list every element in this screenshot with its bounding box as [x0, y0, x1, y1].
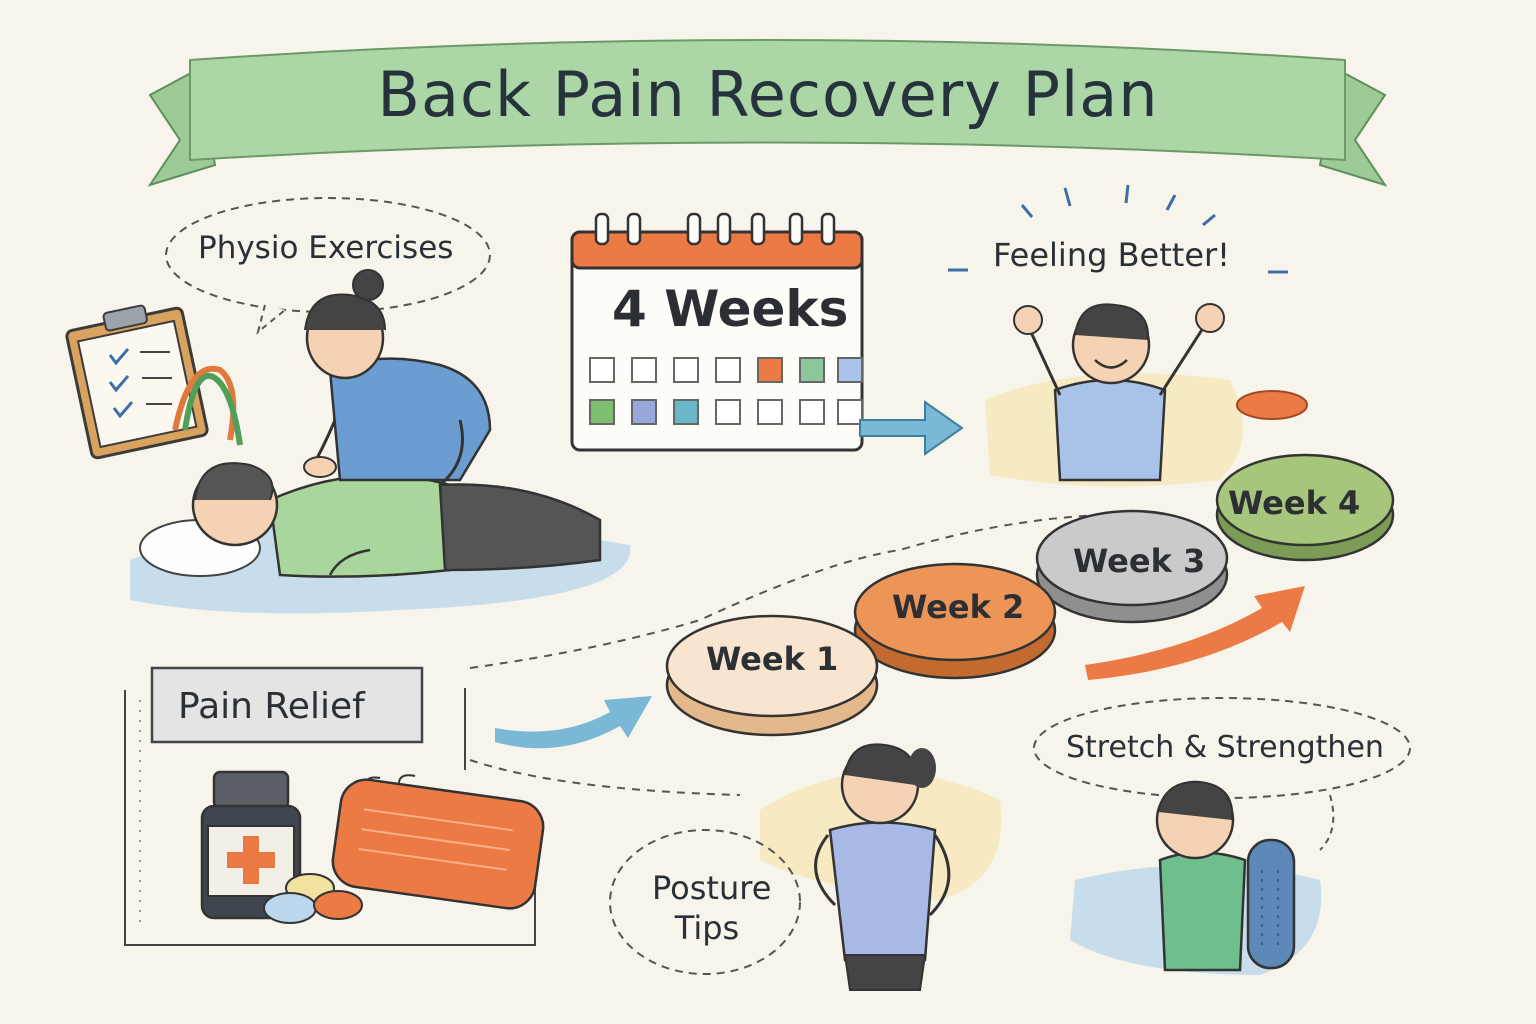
posture-person [609, 743, 1002, 991]
week-3-label: Week 3 [1073, 542, 1206, 580]
heat-pad-icon [331, 774, 545, 910]
week-stones [665, 453, 1395, 737]
week-1-label: Week 1 [706, 640, 839, 678]
stretch-label: Stretch & Strengthen [1066, 730, 1384, 765]
feeling-better-label: Feeling Better! [993, 236, 1230, 274]
pain-relief-panel [124, 666, 536, 946]
medicine-bottle-icon [200, 770, 302, 920]
physio-scene [130, 269, 631, 614]
dashed-path-lower [469, 759, 741, 796]
week-4-label: Week 4 [1228, 484, 1361, 522]
arrow-orange-icon [1085, 586, 1305, 680]
week-2-label: Week 2 [892, 588, 1025, 626]
clipboard-icon [65, 304, 243, 460]
calendar-icon [570, 212, 864, 452]
dashed-path [469, 514, 1101, 669]
title-banner [147, 39, 1388, 187]
page-title: Back Pain Recovery Plan [377, 58, 1159, 131]
foam-roller-icon [1246, 838, 1296, 970]
arrow-blue-icon [495, 696, 652, 749]
physio-label: Physio Exercises [198, 230, 454, 266]
happy-person [948, 184, 1308, 487]
physio-bubble [165, 197, 491, 335]
calendar-label: 4 Weeks [612, 280, 849, 338]
pain-relief-label: Pain Relief [178, 686, 365, 727]
posture-label: Posture Tips [652, 869, 772, 947]
arrow-right-icon [859, 400, 964, 456]
pills-icon [263, 873, 363, 924]
